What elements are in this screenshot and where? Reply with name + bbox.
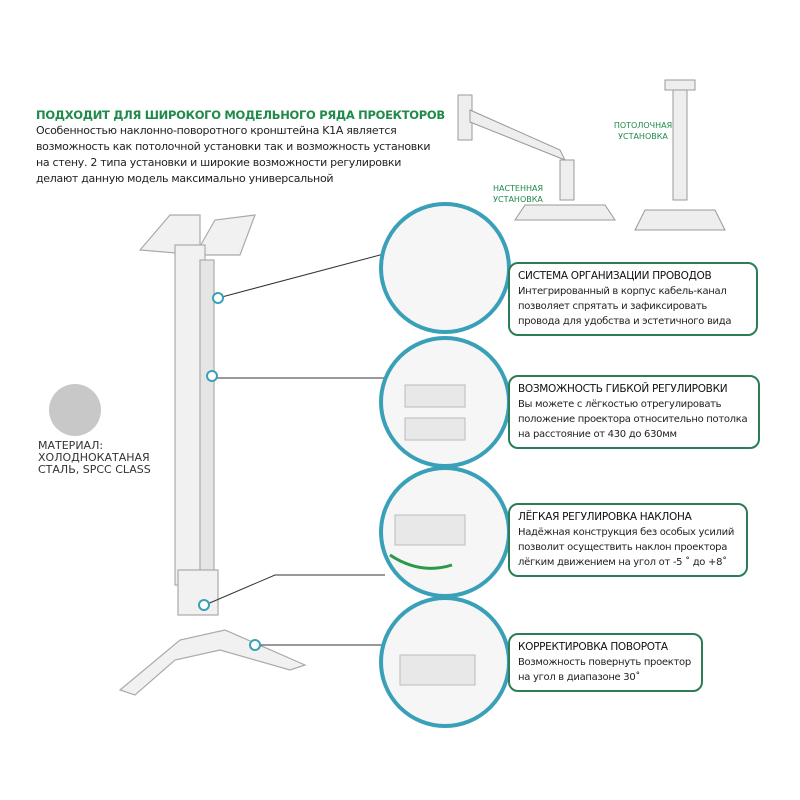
wall-install-label: НАСТЕННАЯ УСТАНОВКА xyxy=(492,184,544,204)
page-heading: ПОДХОДИТ ДЛЯ ШИРОКОГО МОДЕЛЬНОГО РЯДА ПР… xyxy=(36,108,445,122)
feature-text: Возможность повернуть проектор на угол в… xyxy=(518,657,691,683)
feature-title: ЛЁГКАЯ РЕГУЛИРОВКА НАКЛОНА xyxy=(518,511,692,523)
ceiling-mount-diagram xyxy=(634,79,726,231)
feature-text: Надёжная конструкция без особых усилий п… xyxy=(518,527,735,568)
material-line: ХОЛОДНОКАТАНАЯ xyxy=(38,451,150,464)
feature-box-cables: СИСТЕМА ОРГАНИЗАЦИИ ПРОВОДОВ Интегрирова… xyxy=(508,262,758,336)
material-line: СТАЛЬ, SPCC CLASS xyxy=(38,463,151,476)
material-label: МАТЕРИАЛ: ХОЛОДНОКАТАНАЯ СТАЛЬ, SPCC CLA… xyxy=(38,440,151,476)
intro-text: Особенностью наклонно-поворотного кроншт… xyxy=(36,124,431,185)
ceiling-install-label: ПОТОЛОЧНАЯ УСТАНОВКА xyxy=(613,121,673,141)
feature-text: Интегрированный в корпус кабель-канал по… xyxy=(518,286,732,327)
wall-mount-diagram xyxy=(457,94,616,221)
detail-circles xyxy=(379,202,511,728)
material-line: МАТЕРИАЛ: xyxy=(38,439,104,452)
feature-box-rotation: КОРРЕКТИРОВКА ПОВОРОТА Возможность повер… xyxy=(508,633,703,692)
feature-box-height: ВОЗМОЖНОСТЬ ГИБКОЙ РЕГУЛИРОВКИ Вы можете… xyxy=(508,375,760,449)
feature-title: КОРРЕКТИРОВКА ПОВОРОТА xyxy=(518,641,668,653)
feature-text: Вы можете с лёгкостью отрегулировать пол… xyxy=(518,399,748,440)
feature-box-tilt: ЛЁГКАЯ РЕГУЛИРОВКА НАКЛОНА Надёжная конс… xyxy=(508,503,748,577)
feature-title: СИСТЕМА ОРГАНИЗАЦИИ ПРОВОДОВ xyxy=(518,270,712,282)
feature-title: ВОЗМОЖНОСТЬ ГИБКОЙ РЕГУЛИРОВКИ xyxy=(518,383,728,395)
material-swatch xyxy=(49,384,101,436)
